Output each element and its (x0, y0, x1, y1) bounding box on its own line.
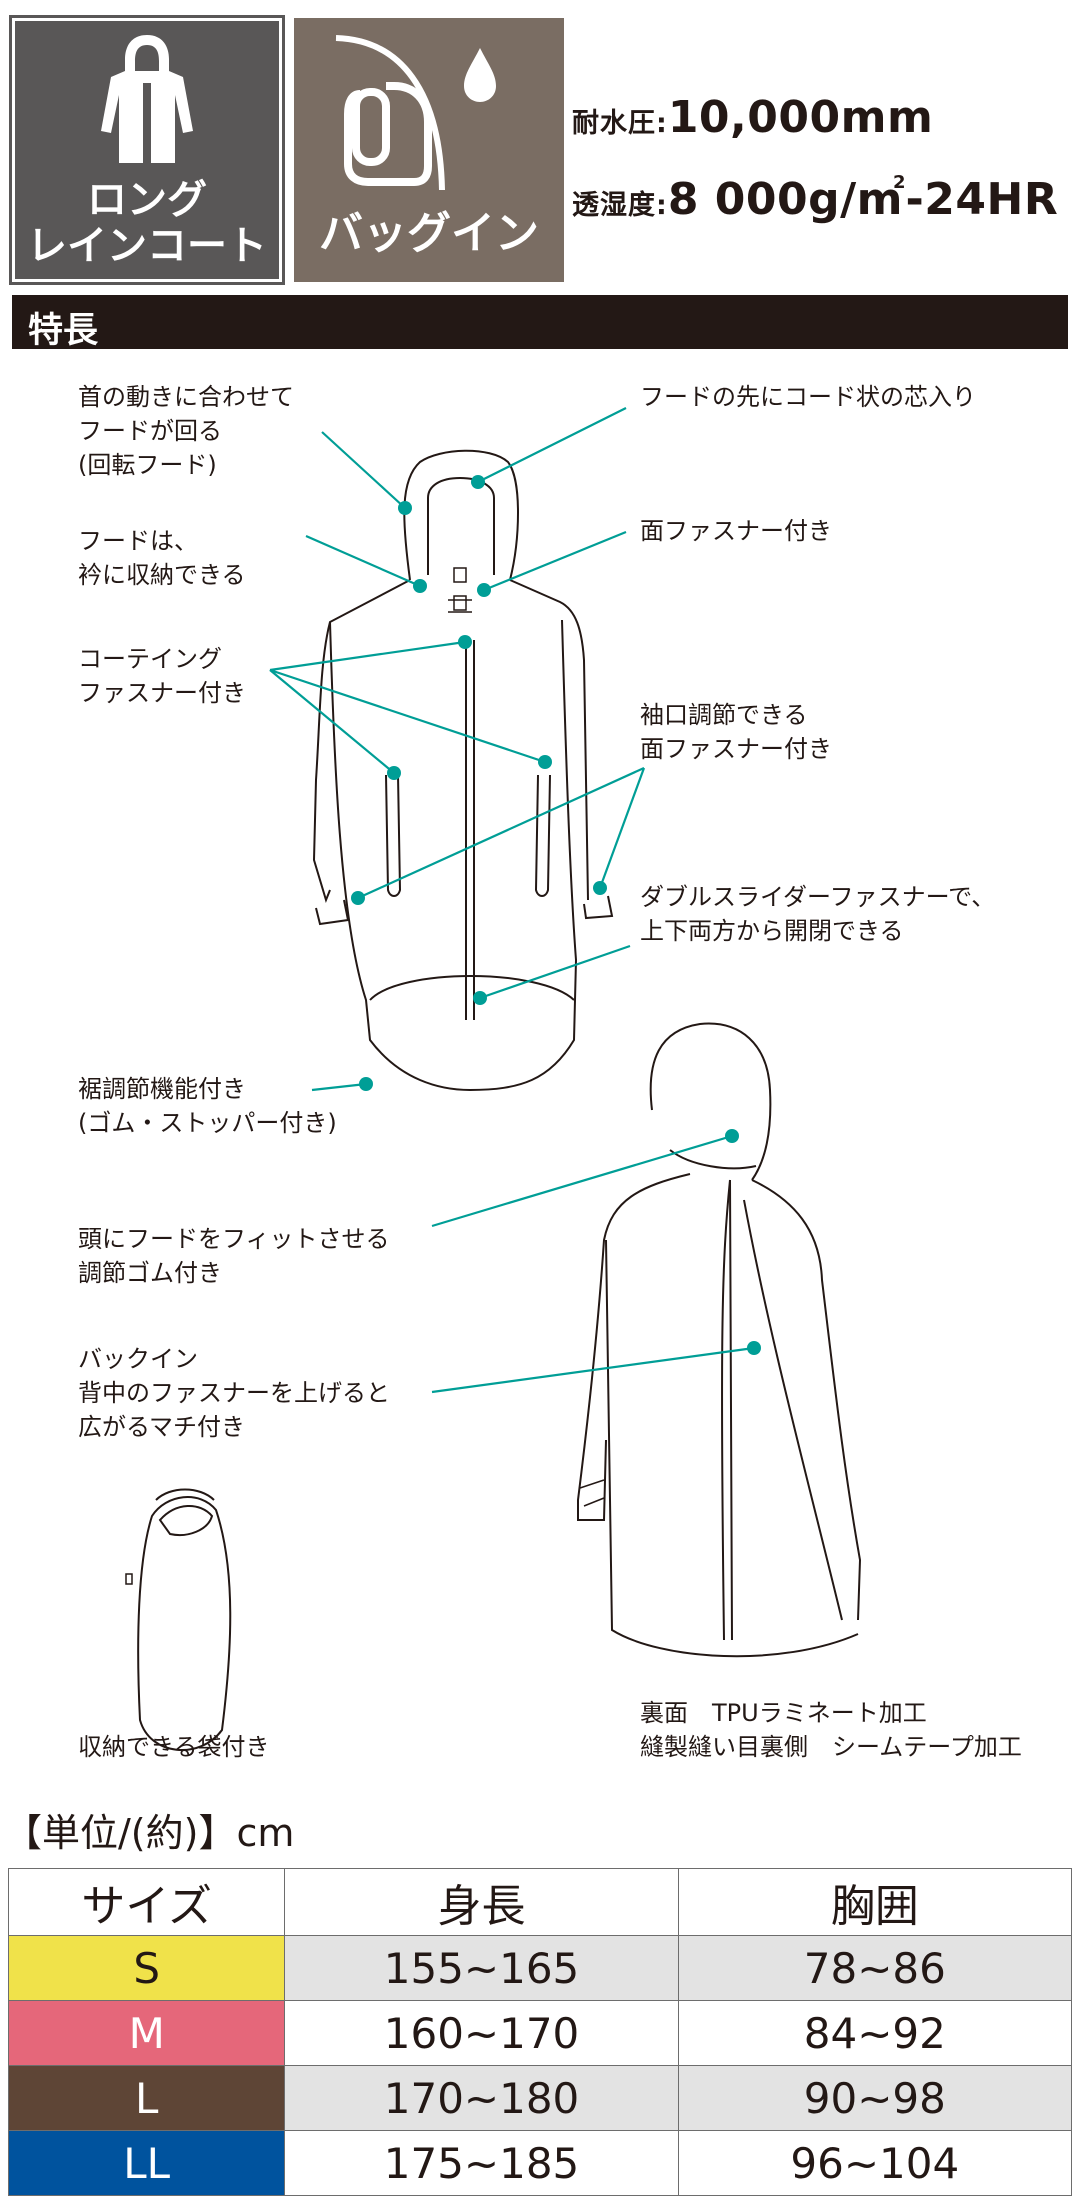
bag-in-icon (335, 35, 496, 191)
header-height: 身長 (284, 1868, 679, 1936)
front-coat-drawing (312, 449, 614, 1092)
label-pouch: 収納できる袋付き (78, 1733, 270, 1761)
label-double-slider: ダブルスライダーファスナーで、 上下両方から開閉できる (640, 883, 996, 945)
water-pressure-spec: 耐水圧:10,000mm (572, 92, 933, 143)
chest-cell: 96~104 (677, 2130, 1073, 2196)
chest-cell: 84~92 (677, 2000, 1073, 2066)
size-table: サイズ 身長 胸囲 S 155~165 78~86 M 160~170 84~9… (7, 1868, 1073, 2196)
table-row: M 160~170 84~92 (7, 2000, 1073, 2066)
leader-lines (269, 407, 755, 1394)
label-head-fit: 頭にフードをフィットさせる 調節ゴム付き (78, 1225, 390, 1287)
height-cell: 160~170 (284, 2000, 679, 2066)
long-raincoat-line1: ロング (87, 177, 207, 223)
label-rotating-hood: 首の動きに合わせて フードが回る (回転フード) (78, 383, 294, 479)
water-pressure-key: 耐水圧: (572, 108, 668, 139)
long-raincoat-badge: ロング レインコート (9, 15, 285, 285)
label-coating-zipper: コーテイング ファスナー付き (78, 645, 246, 707)
long-raincoat-icon (101, 35, 193, 163)
breathability-key: 透湿度: (572, 190, 668, 221)
label-hood-cord: フードの先にコード状の芯入り (640, 383, 976, 411)
height-cell: 170~180 (284, 2065, 679, 2131)
chest-cell: 78~86 (677, 1935, 1073, 2001)
pouch-drawing (125, 1488, 232, 1751)
size-cell: L (7, 2065, 286, 2131)
leader-dots (351, 475, 761, 1355)
units-label: 【単位/(約)】cm (4, 1811, 295, 1855)
size-cell: LL (7, 2130, 286, 2196)
breathability-spec: 透湿度:8 000g/m2-24HR (572, 172, 1058, 225)
breathability-value: 8 000g/m (667, 174, 904, 225)
header-size: サイズ (7, 1868, 286, 1936)
breathability-tail: -24HR (905, 174, 1059, 225)
size-cell: S (7, 1935, 286, 2001)
label-hood-collar: フードは、 衿に収納できる (78, 527, 246, 589)
water-pressure-value: 10,000mm (667, 92, 934, 143)
bag-in-badge: バッグイン (294, 18, 564, 282)
back-coat-drawing (577, 1022, 862, 1658)
label-cuff-fastener: 袖口調節できる 面ファスナー付き (640, 701, 832, 763)
section-title: 特長 (28, 311, 99, 351)
header-chest: 胸囲 (677, 1868, 1073, 1936)
size-cell: M (7, 2000, 286, 2066)
chest-cell: 90~98 (677, 2065, 1073, 2131)
label-material: 裏面 TPUラミネート加工 縫製縫い目裏側 シームテープ加工 (640, 1699, 1022, 1761)
long-raincoat-line2: レインコート (27, 223, 267, 269)
label-hem-adjust: 裾調節機能付き (ゴム・ストッパー付き) (78, 1075, 337, 1137)
table-row: S 155~165 78~86 (7, 1935, 1073, 2001)
size-table-header-row: サイズ 身長 胸囲 (7, 1868, 1073, 1936)
height-cell: 155~165 (284, 1935, 679, 2001)
bag-in-label: バッグイン (319, 208, 539, 259)
label-face-fastener: 面ファスナー付き (640, 517, 832, 545)
section-header-bar: 特長 (12, 295, 1068, 351)
table-row: L 170~180 90~98 (7, 2065, 1073, 2131)
breathability-sup: 2 (893, 172, 906, 193)
height-cell: 175~185 (284, 2130, 679, 2196)
label-back-in: バックイン 背中のファスナーを上げると 広がるマチ付き (78, 1345, 390, 1441)
table-row: LL 175~185 96~104 (7, 2130, 1073, 2196)
